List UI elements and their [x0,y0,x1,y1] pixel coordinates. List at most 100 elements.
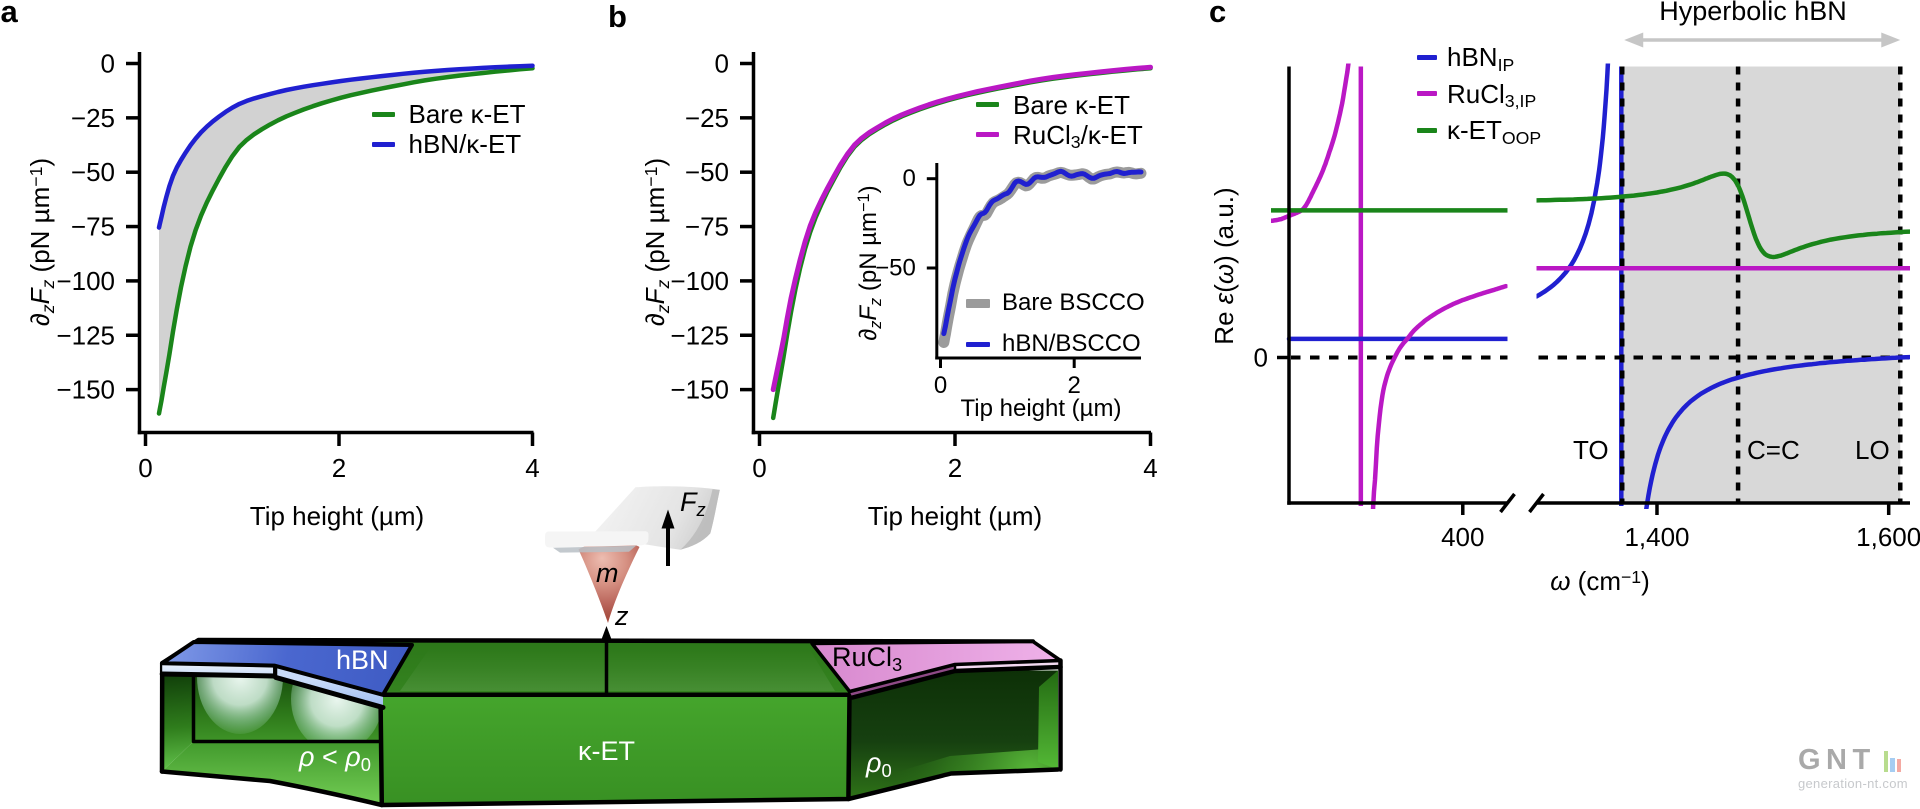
schematic-ket-label: κ-ET [578,738,635,765]
rucl3-flake-top [812,641,1061,692]
legend-label: hBN/BSCCO [1002,330,1141,358]
label-text: Bare κ-ET [408,99,526,129]
legend-item: hBNIP [1417,42,1541,75]
y-tick-label: −75 [71,212,115,242]
legend-item: Bare BSCCO [966,289,1145,317]
cantilever-ledge-shadow [553,545,636,553]
y-tick-label: −150 [56,375,115,405]
inset-legend: Bare BSCCO hBN/BSCCO [966,289,1145,358]
legend-swatch-blue [1417,54,1437,60]
outline-front-side-edges [378,692,852,808]
x-tick-label: 2 [332,453,346,483]
ket-top-sheen [400,648,835,691]
legend-item: Bare κ-ET [976,92,1143,118]
legend-label: κ-ETOOP [1447,115,1542,148]
y-tick-label: −50 [71,157,115,187]
legend-label: hBN/κ-ET [409,131,522,157]
y-tick-label: −50 [875,255,916,282]
watermark: GNT generation-nt.com [1798,744,1908,791]
series-RuCl3,IP [1271,63,1351,223]
legend-item: Bare κ-ET [371,101,526,127]
label-text: Bare BSCCO [1002,289,1145,316]
superscript: −1 [25,166,46,187]
label-text: RuCl3 [832,642,903,676]
watermark-bar [1896,758,1902,772]
italic-text: ∂zFz [640,279,673,327]
label-text: hBNIP [1447,42,1515,75]
legend-swatch-green [371,111,395,117]
z-arrowhead [600,626,613,642]
label-text: hBN/κ-ET [408,129,522,159]
ket-front-face [380,694,850,805]
panel-b-label: b [608,0,627,34]
series-hBN IP [1536,63,1611,299]
italic-text: ω [1209,263,1239,285]
subscript: z [37,304,58,314]
watermark-domain: generation-nt.com [1798,775,1908,791]
panel-c-legend: hBNIP RuCl3,IP κ-ETOOP [1417,42,1542,148]
schematic-rucl3-label: RuCl3 [832,642,903,676]
legend-item: RuCl3,IP [1417,78,1541,112]
label-text: ∂zFz (pN µm−1) [855,185,885,341]
legend-swatch-gray [966,298,990,308]
label-text: ∂zFz (pN µm−1) [25,157,58,327]
watermark-logo: GNT [1798,744,1876,776]
legend-swatch-blue [966,341,990,347]
outline-bottom-edge [159,767,1061,808]
label-text: RuCl3/κ-ET [1013,119,1143,153]
x-tick-label: 1,400 [1624,522,1689,552]
subscript: 0 [360,754,371,776]
subscript: OOP [1501,127,1542,148]
panel-a-label: a [0,0,18,29]
axis-break-mark [1528,492,1545,514]
series-RuCl3,IP [1370,283,1508,509]
hbn-flake-edge-right [276,667,383,708]
y-tick-label: −150 [670,375,729,405]
italic-text: ∂zFz [855,297,885,341]
legend-label: Bare κ-ET [1013,92,1130,118]
panel-c-y-axis-label: Re ε(ω) (a.u.) [1206,46,1242,486]
schematic-z-label: z [615,603,629,630]
italic-text: ρ [345,742,361,772]
legend-item: hBN/κ-ET [371,131,526,157]
subscript: z [866,320,885,329]
series-RuCl3/κ-ET [770,64,1153,393]
panel-a-x-axis-label: Tip height (µm) [117,498,557,534]
label-text: Tip height (µm) [960,395,1122,422]
label-text: Bare κ-ET [1013,89,1131,120]
label-text: κ-ETOOP [1447,115,1542,148]
subscript: 3 [892,654,903,676]
y-tick-label: −125 [56,320,115,350]
y-tick-label: −25 [685,103,729,133]
legend-item: RuCl3/κ-ET [976,119,1143,153]
label-text: κ-ET [578,736,635,766]
italic-text: z [615,601,629,631]
schematic-fz-label: Fz [680,489,706,519]
subscript: IP [1497,54,1515,75]
label-text: z [615,601,629,631]
legend-label: Bare κ-ET [409,101,526,127]
label-text: RuCl3,IP [1447,78,1537,112]
x-tick-label: 4 [525,453,539,483]
x-tick-label: 2 [948,453,962,483]
series-hBN/κ-ET [156,63,535,230]
schematic-rho0-label: ρ0 [866,750,892,780]
legend-item: hBN/BSCCO [966,330,1145,358]
y-tick-label: −75 [685,212,729,242]
x-tick-label: 1,600 [1856,522,1920,552]
annotation-TO: TO [1573,435,1609,465]
y-tick-label: 0 [1254,343,1268,373]
y-tick-label: 0 [101,49,115,79]
x-tick-label: 0 [138,453,152,483]
y-tick-label: −125 [670,320,729,350]
panel-c-label: c [1209,0,1227,29]
label-text: ω (cm−1) [1550,566,1650,596]
schematic [159,486,1063,808]
label-text: ∂zFz (pN µm−1) [640,157,673,327]
watermark-bar [1883,750,1889,772]
watermark-logo-row: GNT [1798,744,1908,776]
label-text: m [596,558,619,588]
